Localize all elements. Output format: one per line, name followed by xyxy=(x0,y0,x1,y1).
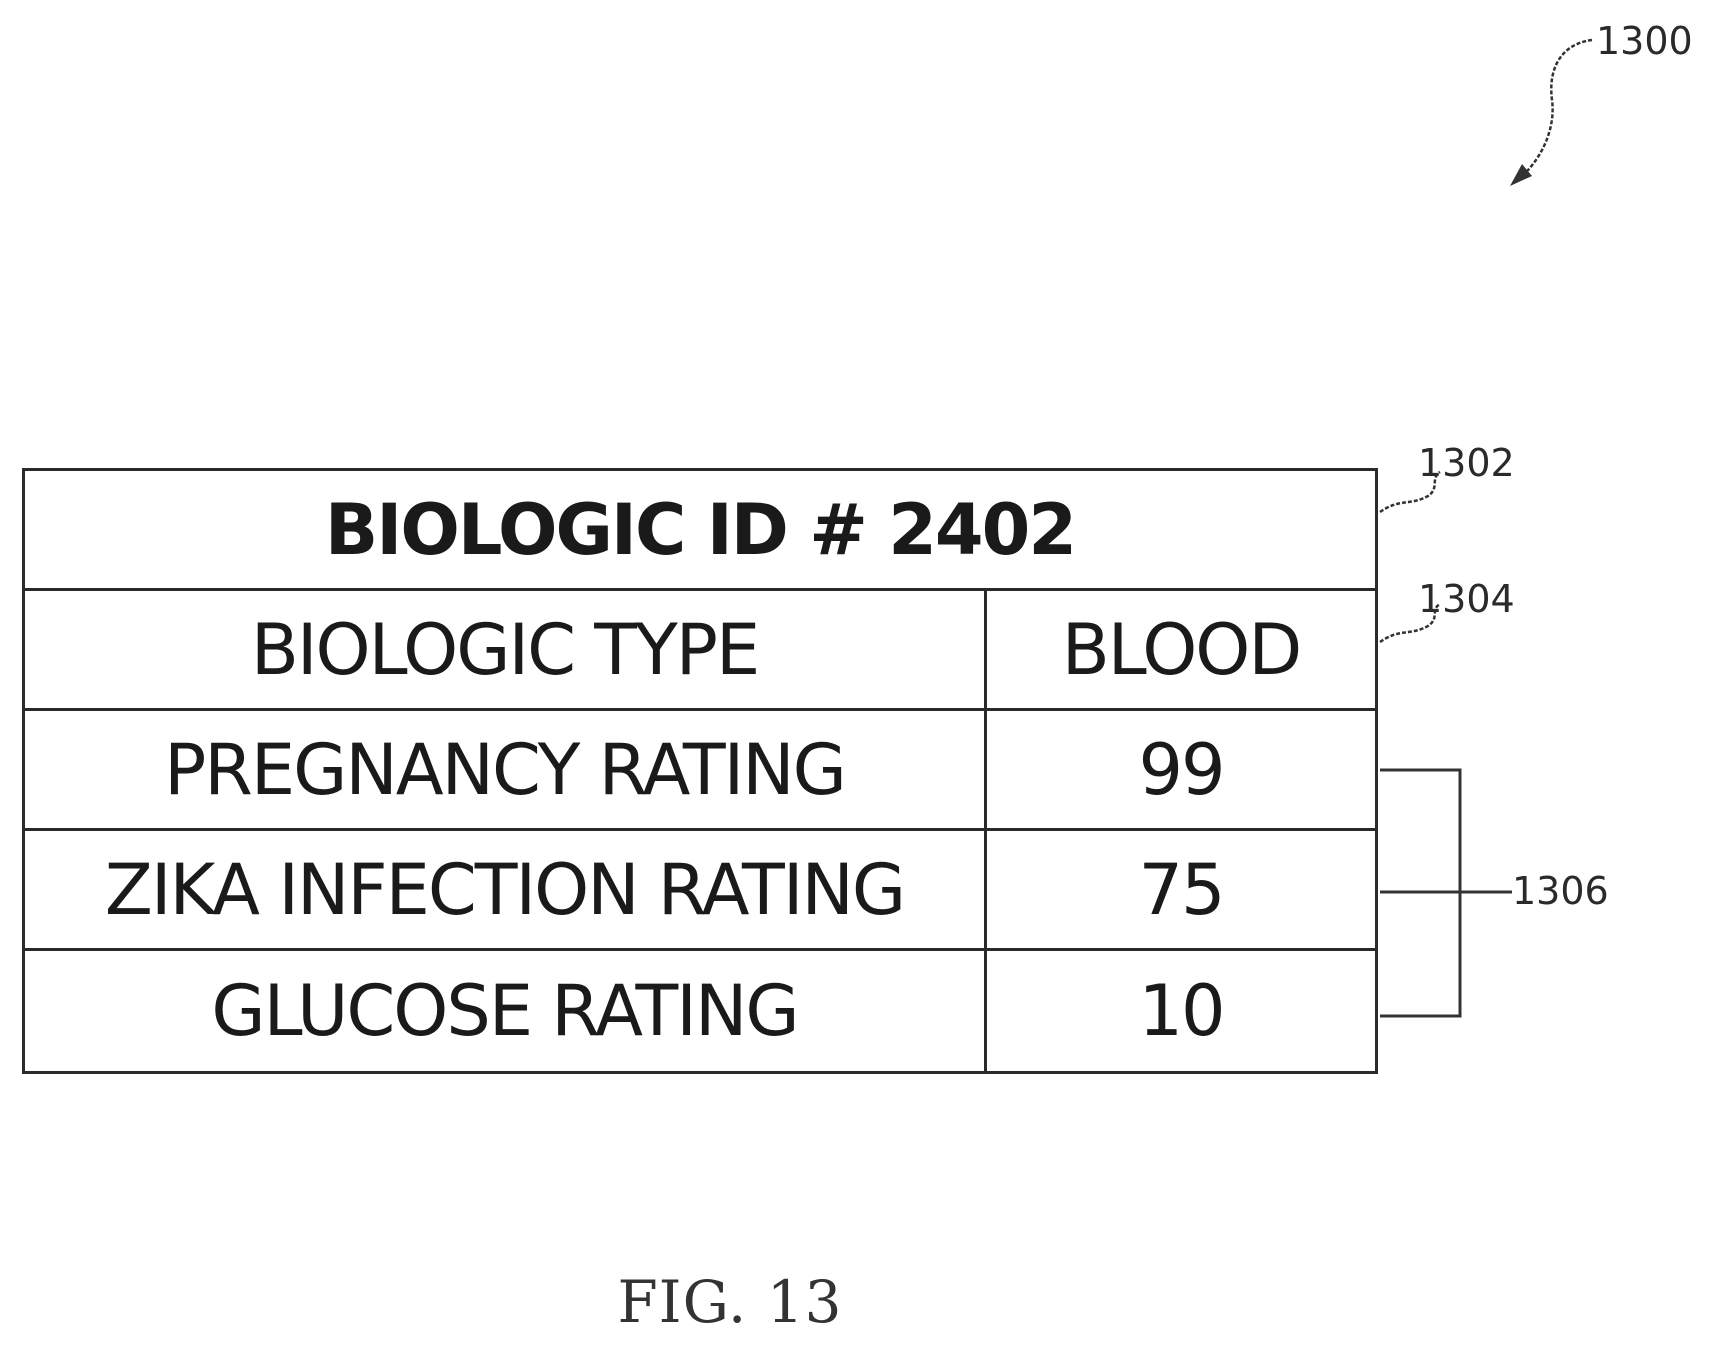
row-value-zika-infection-rating: 75 xyxy=(987,831,1375,951)
title-leader-line xyxy=(1380,472,1440,512)
row-label-zika-infection-rating: ZIKA INFECTION RATING xyxy=(25,831,987,951)
table-title: BIOLOGIC ID # 2402 xyxy=(25,471,1375,591)
biologic-table: BIOLOGIC ID # 2402 BIOLOGIC TYPE BLOOD P… xyxy=(22,468,1378,1074)
row-label-glucose-rating: GLUCOSE RATING xyxy=(25,951,987,1071)
row-label-pregnancy-rating: PREGNANCY RATING xyxy=(25,711,987,831)
row-value-pregnancy-rating: 99 xyxy=(987,711,1375,831)
type-leader-line xyxy=(1380,604,1440,642)
row-value-glucose-rating: 10 xyxy=(987,951,1375,1071)
figure-arrowhead-icon xyxy=(1510,164,1532,186)
row-label-biologic-type: BIOLOGIC TYPE xyxy=(25,591,987,711)
figure-caption: FIG. 13 xyxy=(0,1268,1460,1336)
row-value-biologic-type: BLOOD xyxy=(987,591,1375,711)
figure-leader-line xyxy=(1522,40,1592,176)
